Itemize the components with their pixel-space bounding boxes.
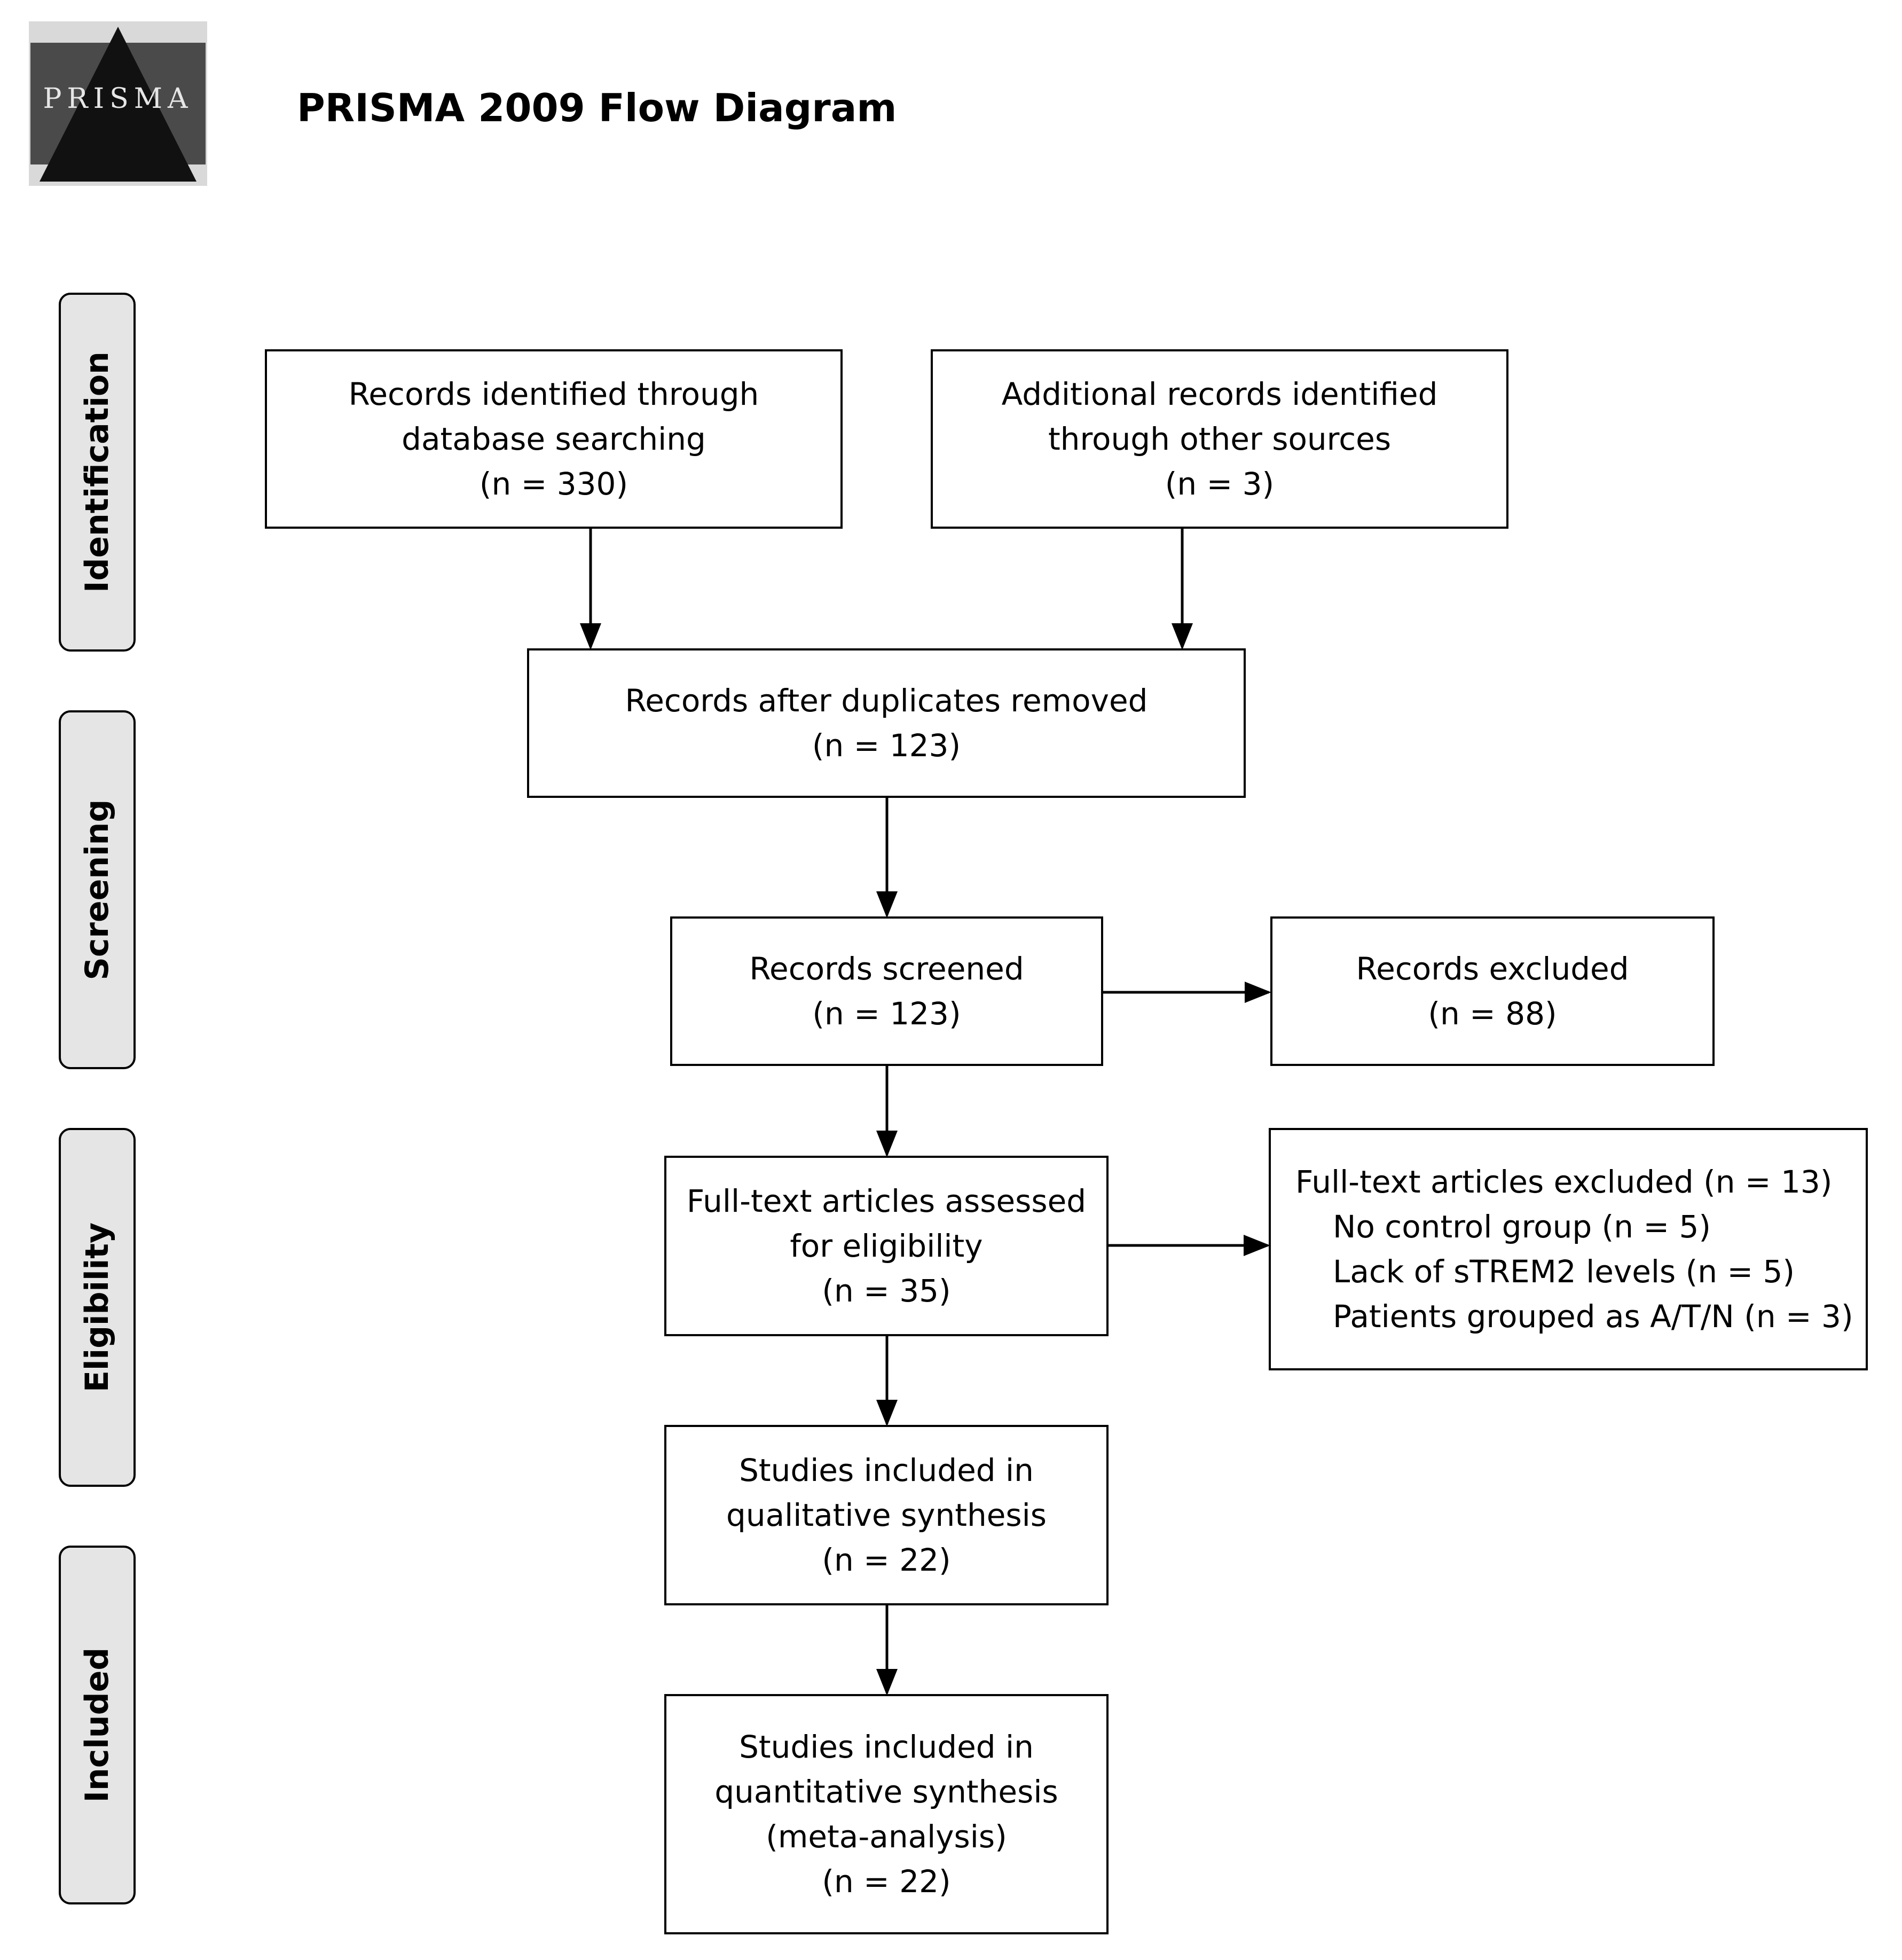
qualitative-count: (n = 22) [822,1542,951,1578]
database-records-line2: database searching [402,421,706,457]
stage-eligibility: Eligibility [59,1128,136,1487]
exclusion-reason-no-strem2: Lack of sTREM2 levels (n = 5) [1333,1253,1795,1290]
stage-included: Included [59,1546,136,1904]
prisma-logo: PRISMA [29,21,207,186]
logo-triangle [40,27,197,182]
other-sources-line1: Additional records identified [1001,376,1438,412]
stage-screening: Screening [59,710,136,1069]
other-sources-count: (n = 3) [1165,466,1275,502]
box-duplicates-removed: Records after duplicates removed (n = 12… [527,648,1246,798]
other-sources-line2: through other sources [1048,421,1392,457]
quantitative-line2: quantitative synthesis [714,1774,1058,1810]
qualitative-line1: Studies included in [739,1452,1034,1488]
box-records-excluded: Records excluded (n = 88) [1270,916,1715,1066]
full-text-excluded-heading: Full-text articles excluded (n = 13) [1295,1164,1833,1200]
duplicates-removed-line1: Records after duplicates removed [625,683,1148,719]
page-title: PRISMA 2009 Flow Diagram [297,85,897,130]
screened-line1: Records screened [749,951,1024,987]
duplicates-removed-count: (n = 123) [812,727,961,764]
logo-triangle-graphic [29,21,207,186]
box-qualitative-synthesis: Studies included in qualitative synthesi… [664,1425,1109,1605]
full-text-assessed-count: (n = 35) [822,1273,951,1309]
full-text-assessed-line1: Full-text articles assessed [686,1183,1087,1219]
box-quantitative-synthesis: Studies included in quantitative synthes… [664,1694,1109,1934]
screened-count: (n = 123) [812,995,961,1032]
stage-identification: Identification [59,293,136,652]
box-full-text-excluded: Full-text articles excluded (n = 13) No … [1269,1128,1868,1370]
box-full-text-assessed: Full-text articles assessed for eligibil… [664,1156,1109,1336]
box-database-records: Records identified through database sear… [265,349,843,529]
exclusion-reason-atn-grouping: Patients grouped as A/T/N (n = 3) [1333,1298,1853,1335]
qualitative-line2: qualitative synthesis [726,1497,1047,1533]
logo-wordmark: PRISMA [43,83,193,115]
box-other-sources: Additional records identified through ot… [931,349,1508,529]
excluded-count: (n = 88) [1428,995,1557,1032]
quantitative-line3: (meta-analysis) [766,1818,1007,1855]
quantitative-line1: Studies included in [739,1729,1034,1765]
quantitative-count: (n = 22) [822,1863,951,1900]
exclusion-reason-no-control: No control group (n = 5) [1333,1209,1711,1245]
box-records-screened: Records screened (n = 123) [670,916,1103,1066]
full-text-assessed-line2: for eligibility [790,1228,983,1264]
database-records-line1: Records identified through [348,376,759,412]
excluded-line1: Records excluded [1356,951,1629,987]
database-records-count: (n = 330) [479,466,628,502]
